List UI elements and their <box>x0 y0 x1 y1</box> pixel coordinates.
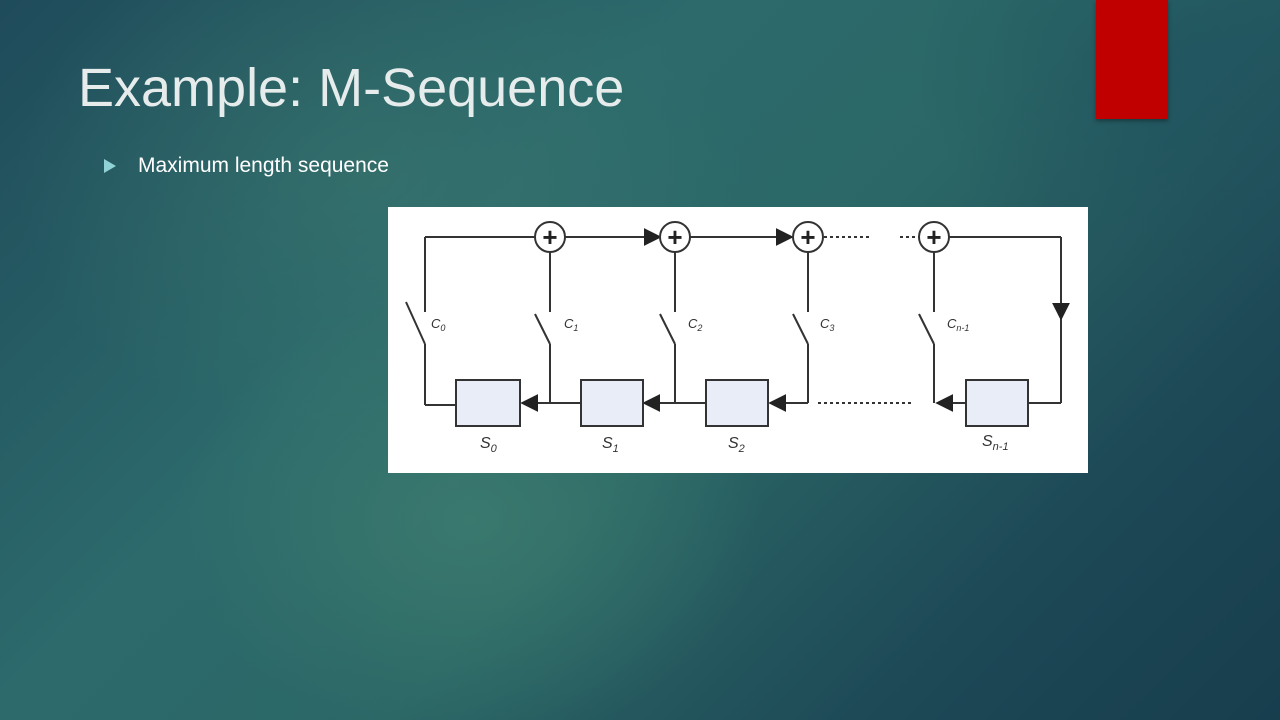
switch <box>792 313 809 345</box>
switch <box>659 313 676 345</box>
xor-adder <box>918 221 950 253</box>
lfsr-diagram: + + + + C0 C1 C2 C3 Cn-1 S0 S1 S2 Sn-1 <box>388 207 1088 473</box>
stage-label: Sn-1 <box>982 433 1009 453</box>
lfsr-diagram-svg: + + + + C0 C1 C2 C3 Cn-1 S0 S1 S2 Sn-1 <box>405 221 1070 455</box>
stage-label: S2 <box>728 435 745 455</box>
switch <box>534 313 551 345</box>
stage-label: S0 <box>480 435 498 455</box>
adder-symbol: + <box>542 222 557 252</box>
register-stage-box <box>705 379 769 427</box>
switch <box>405 301 426 345</box>
tap-label: C3 <box>820 316 834 333</box>
register-stage-box <box>965 379 1029 427</box>
bullet-list: Maximum length sequence <box>104 152 389 180</box>
register-stage-box <box>455 379 521 427</box>
register-stage-box <box>580 379 644 427</box>
tap-label: C2 <box>688 316 702 333</box>
triangle-bullet-icon <box>104 159 116 173</box>
tap-label: Cn-1 <box>947 316 969 333</box>
accent-bar <box>1096 0 1168 119</box>
adder-symbol: + <box>926 222 941 252</box>
adder-symbol: + <box>667 222 682 252</box>
xor-adder <box>534 221 566 253</box>
tap-label: C0 <box>431 316 445 333</box>
bullet-item: Maximum length sequence <box>104 152 389 180</box>
switch <box>918 313 935 345</box>
slide-title: Example: M-Sequence <box>78 58 625 118</box>
xor-adder <box>792 221 824 253</box>
stage-label: S1 <box>602 435 619 455</box>
adder-symbol: + <box>800 222 815 252</box>
tap-label: C1 <box>564 316 578 333</box>
xor-adder <box>659 221 691 253</box>
bullet-text: Maximum length sequence <box>138 154 389 177</box>
